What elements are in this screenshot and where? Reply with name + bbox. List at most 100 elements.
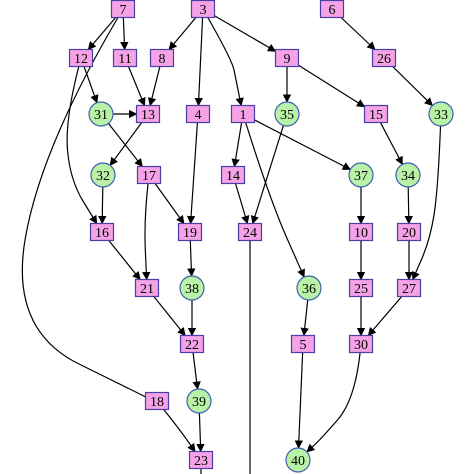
circle-node-shape: [274, 101, 300, 127]
edge-8-to-13: [147, 66, 161, 107]
node-label: 16: [95, 226, 109, 241]
edge-32-to-16: [98, 186, 107, 225]
node-31: 31: [88, 101, 114, 127]
edge-1-to-37: [254, 119, 352, 171]
node-label: 19: [183, 226, 197, 241]
node-label: 37: [354, 169, 368, 184]
rect-node-shape: [190, 0, 216, 19]
node-label: 12: [74, 52, 88, 67]
edge-4-to-19: [186, 122, 199, 225]
node-label: 27: [402, 282, 416, 297]
node-label: 35: [280, 108, 294, 123]
node-label: 23: [194, 454, 208, 469]
node-label: 25: [354, 282, 368, 297]
node-label: 36: [302, 282, 316, 297]
edge-7-to-18: [21, 17, 154, 404]
edge-35-to-24: [250, 125, 284, 225]
node-label: 17: [142, 169, 156, 184]
edge-7-to-11: [120, 17, 129, 51]
circle-node-shape: [428, 101, 454, 127]
edge-21-to-22: [153, 296, 186, 337]
node-18: 18: [144, 391, 170, 411]
rect-node-shape: [348, 278, 374, 298]
edge-3-to-9: [214, 15, 277, 52]
rect-node-shape: [220, 165, 246, 185]
node-label: 13: [141, 108, 155, 123]
node-label: 22: [185, 338, 199, 353]
node-39: 39: [186, 388, 212, 414]
node-27: 27: [396, 278, 422, 298]
edge-30-to-40: [306, 352, 361, 453]
rect-node-shape: [135, 104, 161, 124]
rect-node-shape: [348, 222, 374, 242]
edge-1-to-14: [231, 122, 243, 168]
rect-node-shape: [290, 334, 316, 354]
node-33: 33: [428, 101, 454, 127]
node-3: 3: [190, 0, 216, 19]
node-label: 32: [96, 169, 110, 184]
rect-node-shape: [179, 334, 205, 354]
rect-node-shape: [136, 165, 162, 185]
node-16: 16: [89, 222, 115, 242]
node-1: 1: [230, 104, 256, 124]
rect-node-shape: [230, 104, 256, 124]
rect-node-shape: [371, 48, 397, 68]
node-label: 4: [195, 108, 202, 123]
node-label: 26: [377, 52, 391, 67]
node-8: 8: [149, 48, 175, 68]
node-11: 11: [112, 48, 138, 68]
rect-node-shape: [348, 334, 374, 354]
rect-node-shape: [68, 48, 94, 68]
node-32: 32: [90, 162, 116, 188]
node-label: 20: [402, 226, 416, 241]
node-7: 7: [110, 0, 136, 19]
rect-node-shape: [149, 48, 175, 68]
node-21: 21: [134, 278, 160, 298]
node-19: 19: [177, 222, 203, 242]
edge-3-to-1: [207, 17, 244, 107]
node-label: 9: [284, 52, 291, 67]
rect-node-shape: [237, 222, 263, 242]
circle-node-shape: [285, 447, 311, 473]
rect-node-shape: [134, 278, 160, 298]
node-9: 9: [274, 48, 300, 68]
edge-11-to-13: [127, 66, 146, 107]
edge-13-to-32: [109, 122, 143, 167]
node-label: 7: [120, 3, 127, 18]
rect-node-shape: [144, 391, 170, 411]
node-label: 39: [192, 395, 206, 410]
rect-node-shape: [89, 222, 115, 242]
circle-node-shape: [90, 162, 116, 188]
node-label: 11: [118, 52, 131, 67]
node-23: 23: [188, 450, 214, 470]
rect-node-shape: [110, 0, 136, 19]
circle-node-shape: [88, 101, 114, 127]
rect-node-shape: [188, 450, 214, 470]
edge-14-to-24: [234, 183, 250, 225]
node-40: 40: [285, 447, 311, 473]
node-24: 24: [237, 222, 263, 242]
node-label: 14: [226, 169, 240, 184]
node-5: 5: [290, 334, 316, 354]
node-label: 30: [354, 338, 368, 353]
rect-node-shape: [319, 0, 345, 19]
node-12: 12: [68, 48, 94, 68]
edge-27-to-30: [367, 296, 403, 337]
edge-9-to-15: [298, 64, 366, 108]
node-label: 40: [291, 454, 305, 469]
node-label: 31: [94, 108, 108, 123]
rect-node-shape: [177, 222, 203, 242]
node-label: 38: [185, 282, 199, 297]
node-4: 4: [185, 104, 211, 124]
edge-15-to-34: [379, 122, 403, 166]
edge-22-to-39: [192, 352, 201, 390]
node-10: 10: [348, 222, 374, 242]
node-label: 34: [401, 169, 415, 184]
rect-node-shape: [185, 104, 211, 124]
node-label: 18: [150, 395, 164, 410]
edge-16-to-21: [108, 240, 141, 281]
node-label: 1: [240, 108, 247, 123]
node-label: 3: [200, 3, 207, 18]
